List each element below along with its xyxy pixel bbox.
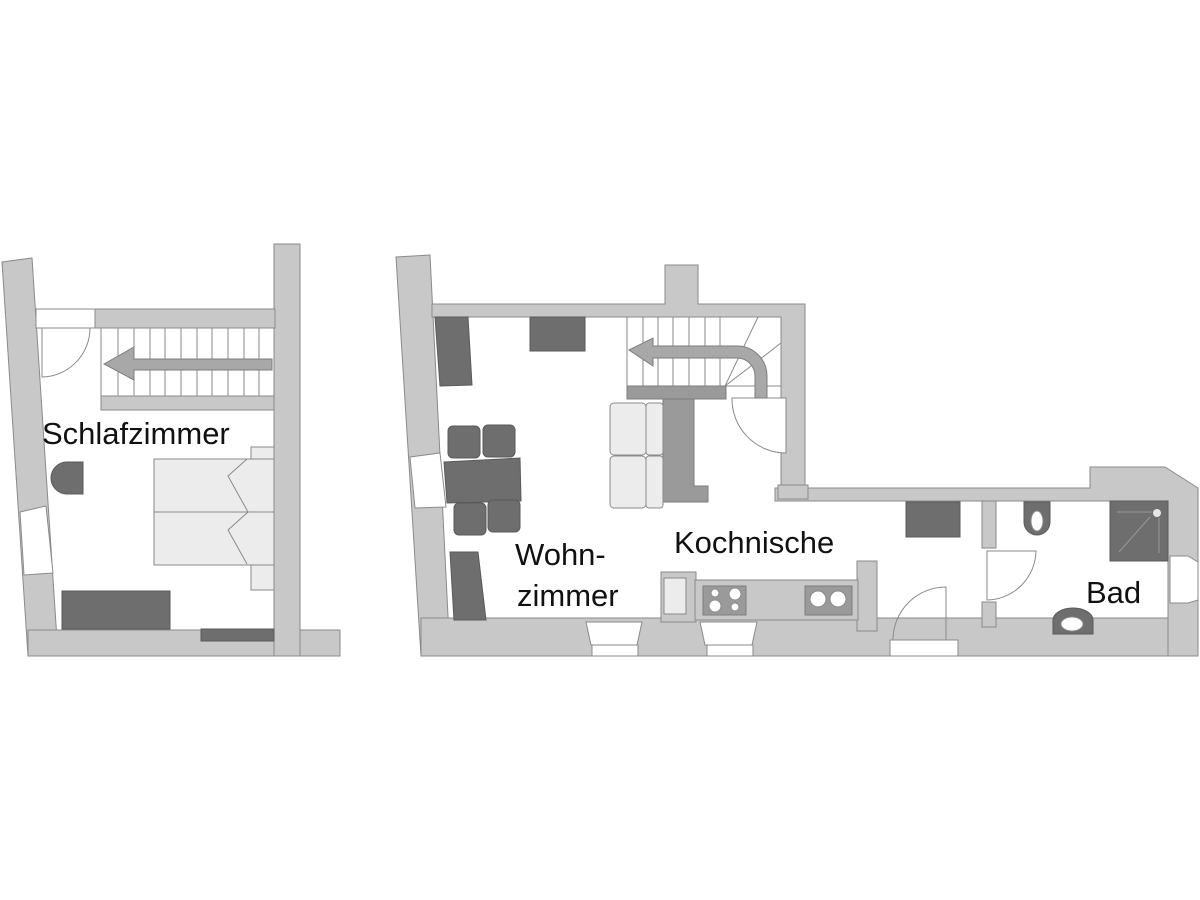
door-swing-icon (892, 586, 947, 641)
door-frame (35, 308, 96, 329)
door-swing-icon (731, 397, 787, 454)
kitchen-counter (660, 571, 859, 623)
room-label-kochnische: Kochnische (674, 525, 835, 560)
kitchen-cabinet (905, 501, 961, 538)
room-label-bad: Bad (1086, 575, 1142, 610)
cabinet (434, 316, 473, 387)
staircase (100, 327, 275, 411)
window-sill (706, 644, 754, 657)
wardrobe (61, 590, 171, 630)
room-label-wohnzimmer-line2: zimmer (517, 578, 619, 613)
wall-partition (981, 601, 997, 628)
window (699, 621, 758, 646)
wall-top-inner (94, 308, 276, 329)
window (409, 452, 447, 509)
window (1169, 555, 1199, 604)
double-bed (153, 446, 275, 591)
shower-icon (1109, 500, 1169, 562)
ground-floor-plan (395, 254, 1199, 657)
washbasin-icon (1052, 607, 1094, 635)
wall-partition (981, 500, 997, 549)
staircase (626, 316, 782, 400)
upper-floor-plan (1, 243, 341, 657)
wall-kitchen-end (856, 560, 878, 632)
toilet-icon (1023, 501, 1051, 536)
room-label-wohnzimmer-line1: Wohn- (515, 537, 606, 572)
tv-cabinet (529, 316, 586, 352)
window-sill (591, 644, 639, 657)
window (585, 621, 643, 646)
stair-direction-arrow-icon (102, 346, 273, 381)
breakfast-bar (662, 398, 709, 503)
room-label-schlafzimmer: Schlafzimmer (42, 416, 230, 451)
window (19, 505, 54, 576)
sofa (609, 402, 664, 509)
wall-stub (777, 484, 809, 500)
stair-direction-arrow-icon (628, 337, 768, 399)
door-swing-icon (41, 327, 91, 378)
dining-table (443, 424, 522, 536)
wall-right (273, 243, 301, 657)
radiator (200, 628, 275, 642)
stool (50, 461, 84, 495)
entrance-door-frame (889, 639, 959, 657)
door-swing-icon (986, 550, 1037, 601)
shelf (449, 551, 487, 621)
